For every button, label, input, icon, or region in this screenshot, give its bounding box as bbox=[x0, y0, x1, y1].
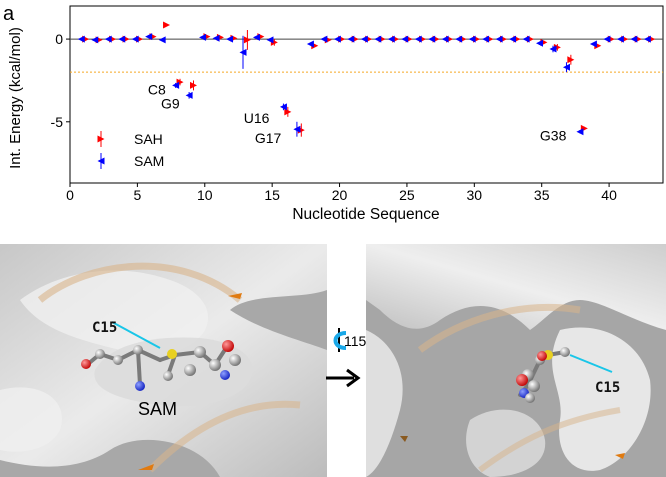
sam-point bbox=[549, 45, 557, 53]
point-annotation: U16 bbox=[244, 110, 270, 126]
panel-a-label: a bbox=[3, 3, 15, 25]
legend: SAH SAM bbox=[97, 131, 164, 169]
legend-marker bbox=[97, 157, 105, 165]
sam-point bbox=[468, 35, 476, 43]
x-tick-label: 5 bbox=[133, 187, 141, 203]
x-tick-label: 35 bbox=[534, 187, 550, 203]
sam-label: SAM bbox=[138, 399, 177, 419]
plot-frame bbox=[69, 5, 664, 184]
sah-point bbox=[163, 21, 171, 29]
sam-point bbox=[212, 34, 220, 42]
sah-point bbox=[567, 56, 575, 64]
sam-point bbox=[252, 33, 260, 41]
sam-point bbox=[333, 35, 341, 43]
legend-label: SAH bbox=[134, 131, 163, 147]
sam-point bbox=[455, 35, 463, 43]
point-annotation: G17 bbox=[255, 130, 282, 146]
sam-point bbox=[374, 35, 382, 43]
sam-point bbox=[185, 91, 193, 99]
sam-point bbox=[239, 48, 247, 56]
sam-point bbox=[522, 35, 530, 43]
sam-point bbox=[589, 40, 597, 48]
x-tick-label: 25 bbox=[399, 187, 415, 203]
sam-point bbox=[643, 35, 651, 43]
sam-point bbox=[131, 35, 139, 43]
sam-point bbox=[441, 35, 449, 43]
point-annotation: G38 bbox=[540, 128, 567, 144]
y-tick-label: -5 bbox=[51, 114, 64, 130]
sah-point bbox=[243, 36, 251, 44]
sam-point bbox=[616, 35, 624, 43]
rotation-indicator: 115° bbox=[326, 328, 372, 388]
sam-point bbox=[562, 63, 570, 71]
sam-point bbox=[320, 35, 328, 43]
sam-point bbox=[536, 39, 544, 47]
point-annotation: G9 bbox=[161, 95, 180, 111]
right-c15-label: C15 bbox=[595, 380, 620, 396]
x-tick-label: 10 bbox=[197, 187, 213, 203]
legend-label: SAM bbox=[134, 153, 164, 169]
sah-point bbox=[189, 81, 197, 89]
sam-point bbox=[306, 40, 314, 48]
sam-point bbox=[279, 103, 287, 111]
sah-point bbox=[284, 108, 292, 116]
sam-point bbox=[495, 35, 503, 43]
sam-point bbox=[145, 33, 153, 41]
sam-point bbox=[91, 36, 99, 44]
data-marks bbox=[77, 21, 656, 137]
sam-point bbox=[293, 125, 301, 133]
x-tick-label: 20 bbox=[332, 187, 348, 203]
y-axis-label: Int. Energy (kcal/mol) bbox=[7, 27, 24, 169]
sam-point bbox=[414, 35, 422, 43]
sam-point bbox=[77, 35, 85, 43]
y-tick-label: 0 bbox=[55, 31, 63, 47]
sam-point bbox=[199, 33, 207, 41]
sam-point bbox=[118, 35, 126, 43]
left-structure-view: C15 SAM bbox=[0, 244, 327, 477]
sam-point bbox=[360, 35, 368, 43]
sam-point bbox=[172, 81, 180, 89]
x-axis-label: Nucleotide Sequence bbox=[292, 206, 439, 223]
right-structure-view: C15 bbox=[366, 244, 666, 477]
sam-point bbox=[630, 35, 638, 43]
x-tick-label: 30 bbox=[467, 187, 483, 203]
sam-point bbox=[266, 36, 274, 44]
sam-point bbox=[226, 35, 234, 43]
x-tick-label: 15 bbox=[264, 187, 280, 203]
x-tick-label: 0 bbox=[66, 187, 74, 203]
legend-marker bbox=[97, 135, 105, 143]
rotation-label: 115° bbox=[344, 333, 372, 349]
sam-point bbox=[482, 35, 490, 43]
sam-point bbox=[401, 35, 409, 43]
point-annotation: C8 bbox=[148, 81, 166, 97]
sam-point bbox=[347, 35, 355, 43]
y-ticks: 0 -5 bbox=[51, 31, 70, 130]
left-c15-label: C15 bbox=[92, 320, 117, 336]
sam-point bbox=[509, 35, 517, 43]
x-tick-label: 40 bbox=[601, 187, 617, 203]
sam-point bbox=[158, 36, 166, 44]
sam-point bbox=[104, 35, 112, 43]
sam-point bbox=[603, 35, 611, 43]
sam-point bbox=[387, 35, 395, 43]
sam-point bbox=[428, 35, 436, 43]
sam-point bbox=[576, 128, 584, 136]
x-ticks: 0 5 10 15 20 25 30 35 40 bbox=[66, 183, 617, 203]
